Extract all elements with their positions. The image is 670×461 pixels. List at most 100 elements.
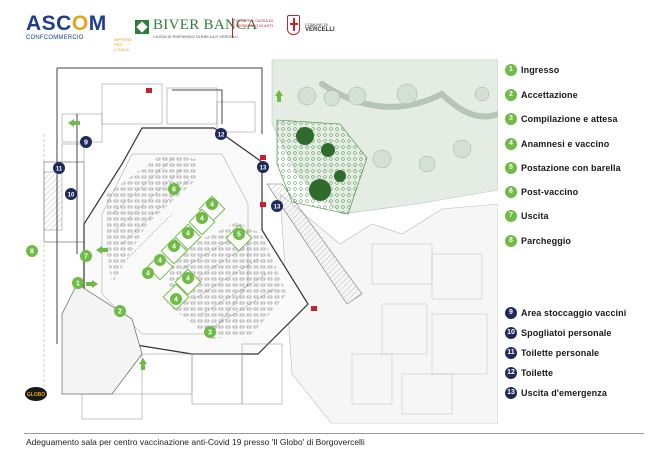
svg-text:2: 2 [118,309,122,316]
svg-text:4: 4 [186,231,190,238]
svg-text:7: 7 [84,254,88,261]
garden-plants [296,127,346,201]
svg-text:13: 13 [274,204,281,210]
legend-badge: 8 [505,235,517,247]
legend-item-toilette: 12 Toilette [505,366,553,380]
comune-name: VERCELLI [305,27,335,33]
legend-item-stoccaggio: 9 Area stoccaggio vaccini [505,306,626,320]
header: ASCOM CONFCOMMERCIO IMPRESE PER L'ITALIA… [0,0,670,52]
marker-4g: 4 [182,272,194,284]
legend-badge: 11 [505,347,517,359]
biver-divider [232,18,233,38]
legend-item-toilette-personale: 11 Toilette personale [505,346,599,360]
legend-badge: 12 [505,367,517,379]
legend-badge: 2 [505,89,517,101]
marker-4f: 4 [142,267,154,279]
biver-name: BIVER BANCA [153,17,258,33]
marker-2: 2 [114,305,126,317]
marker-6: 6 [168,183,180,195]
footer-divider [24,433,644,434]
marker-4h: 4 [170,293,182,305]
legend-badge: 3 [505,113,517,125]
legend-badge: 9 [505,307,517,319]
flow-arrows [68,90,283,370]
legend-item-uscita-emergenza: 13 Uscita d'emergenza [505,386,607,400]
marker-12: 12 [215,128,227,140]
svg-text:11: 11 [56,166,63,172]
svg-text:GLOBO: GLOBO [27,392,45,398]
gallery-wing [279,193,498,424]
service-walls [56,67,263,344]
ascom-tagline: IMPRESE PER L'ITALIA [114,37,133,52]
biver-mark-icon [135,20,149,34]
legend-item-uscita: 7 Uscita [505,209,549,223]
floor-plan-map: 1 2 3 4 4 4 4 4 4 4 4 5 [25,59,498,424]
svg-text:4: 4 [200,216,204,223]
ascom-wordmark: ASCOM [26,12,107,35]
marker-7: 7 [80,250,92,262]
marker-13a: 13 [257,161,269,173]
waiting-chairs-2 [167,222,287,339]
legend-item-compilazione: 3 Compilazione e attesa [505,112,618,126]
emergency-arrows [146,88,317,311]
legend-label: Uscita [521,211,549,221]
legend-badge: 10 [505,327,517,339]
svg-text:5: 5 [237,232,241,239]
garden-patio [276,119,368,215]
svg-text:6: 6 [172,187,176,194]
svg-text:3: 3 [208,330,212,337]
marker-4e: 4 [154,254,166,266]
legend-label: Ingresso [521,65,560,75]
vercelli-crest-icon [287,15,300,35]
svg-text:4: 4 [210,202,214,209]
legend-badge: 6 [505,186,517,198]
svg-text:4: 4 [146,271,150,278]
legend-item-ingresso: 1 Ingresso [505,63,559,77]
marker-10: 10 [65,188,77,200]
comune-label: COMUNE DI [305,22,328,27]
legend-item-accettazione: 2 Accettazione [505,88,578,102]
legend-item-barella: 5 Postazione con barella [505,161,621,175]
biver-group: GRUPPO CASSA DI RISPARMIO DI ASTI [236,18,274,28]
legend-label: Toilette [521,368,554,378]
svg-text:4: 4 [186,276,190,283]
lower-rooms [81,343,283,420]
ascom-logo: ASCOM CONFCOMMERCIO IMPRESE PER L'ITALIA [26,12,132,52]
marker-11: 11 [53,162,65,174]
svg-text:4: 4 [174,297,178,304]
legend-item-parcheggio: 8 Parcheggio [505,234,571,248]
marker-4a: 4 [206,198,218,210]
legend-label: Post-vaccino [521,187,579,197]
gallery-partitions [351,243,488,415]
legend-badge: 4 [505,138,517,150]
svg-text:1: 1 [76,281,80,288]
legend-label: Compilazione e attesa [521,114,618,124]
svg-text:12: 12 [218,132,225,138]
legend-label: Uscita d'emergenza [521,388,607,398]
legend-label: Anamnesi e vaccino [521,139,610,149]
biver-subtitle: CASSA DI RISPARMIO DI BIELLA E VERCELLI [153,34,239,39]
marker-4d: 4 [168,240,180,252]
svg-text:4: 4 [172,244,176,251]
marker-9: 9 [80,136,92,148]
escalator-band [266,183,363,305]
svg-text:9: 9 [84,140,88,147]
svg-text:4: 4 [158,258,162,265]
legend-label: Area stoccaggio vaccini [521,308,627,318]
outdoor-trees [297,83,490,173]
legend-item-post-vaccino: 6 Post-vaccino [505,185,578,199]
legend-label: Accettazione [521,90,578,100]
legend-label: Postazione con barella [521,163,621,173]
marker-3: 3 [204,326,216,338]
globo-logo: GLOBO [25,387,47,401]
marker-13b: 13 [271,200,283,212]
legend-label: Toilette personale [521,348,600,358]
marker-4c: 4 [182,227,194,239]
marker-1: 1 [72,277,84,289]
legend-badge: 7 [505,210,517,222]
legend-badge: 5 [505,162,517,174]
figure-caption: Adeguamento sala per centro vaccinazione… [26,437,365,447]
legend-label: Parcheggio [521,236,572,246]
legend-item-anamnesi: 4 Anamnesi e vaccino [505,137,609,151]
svg-text:10: 10 [68,192,75,198]
